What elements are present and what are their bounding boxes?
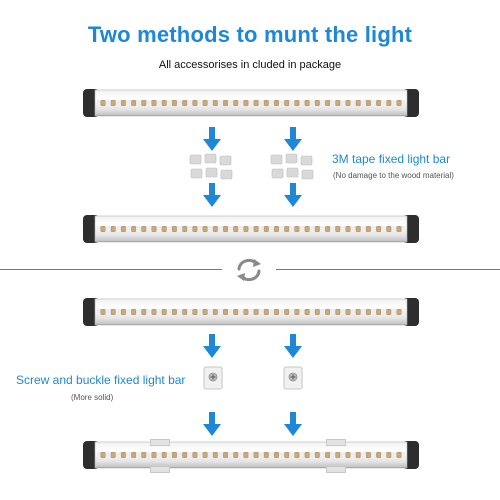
light-bar (83, 89, 419, 117)
arrow-down-icon (284, 183, 302, 207)
mounting-clip (150, 466, 170, 473)
screw-icon (203, 366, 223, 390)
arrow-down-icon (284, 127, 302, 151)
mounting-clip (326, 439, 346, 446)
arrow-down-icon (284, 412, 302, 436)
swap-icon (237, 258, 261, 282)
page-title: Two methods to munt the light (87, 22, 413, 47)
arrow-down-icon (203, 127, 221, 151)
tape-method-label: 3M tape fixed light bar (332, 152, 451, 166)
arrow-down-icon (203, 183, 221, 207)
light-bar (83, 298, 419, 326)
divider-left (0, 269, 222, 270)
light-bar (83, 441, 419, 469)
arrow-down-icon (203, 412, 221, 436)
divider-right (276, 269, 500, 270)
arrow-down-icon (284, 334, 302, 358)
tape-method-note: (No damage to the wood material) (333, 171, 454, 180)
screw-icon (283, 366, 303, 390)
light-bar (83, 215, 419, 243)
screw-method-label: Screw and buckle fixed light bar (16, 373, 186, 387)
screw-method-note: (More solid) (71, 393, 114, 402)
tape-icon (270, 153, 314, 180)
mounting-clip (150, 439, 170, 446)
arrow-down-icon (203, 334, 221, 358)
mounting-clip (326, 466, 346, 473)
tape-icon (189, 153, 233, 180)
page-subtitle: All accessorises in cluded in package (158, 59, 342, 71)
